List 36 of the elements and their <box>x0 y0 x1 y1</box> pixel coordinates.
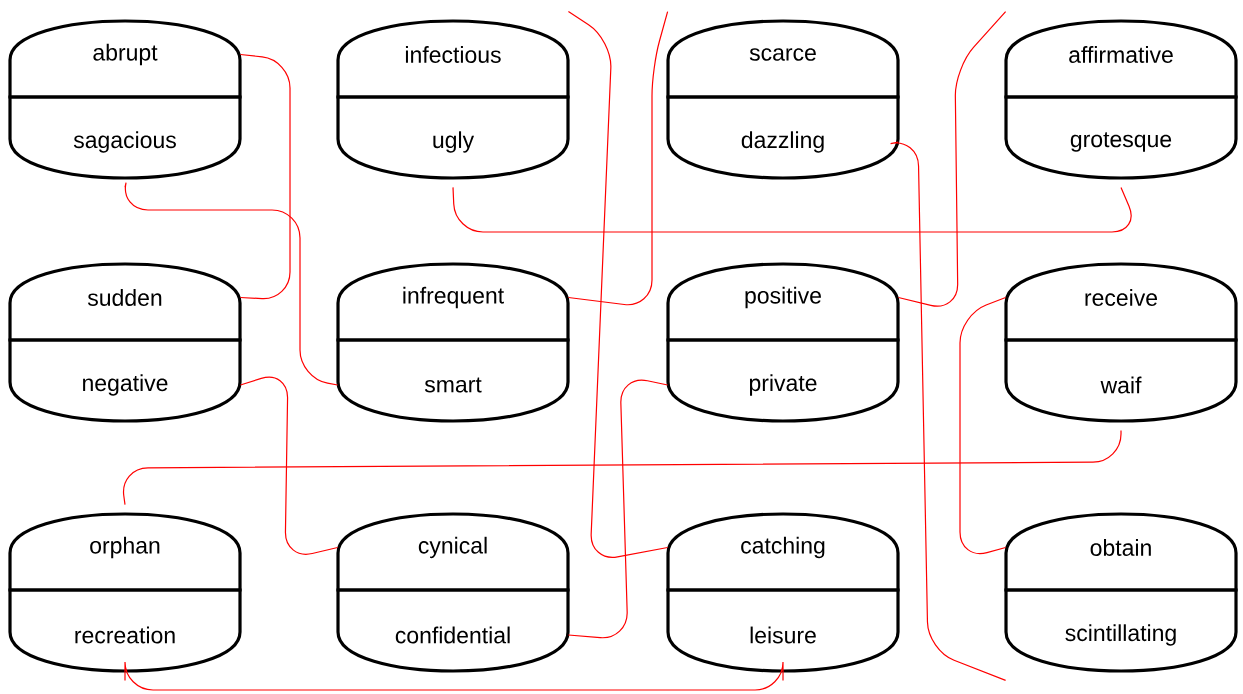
word-box: dazzling <box>666 95 900 180</box>
word-box: waif <box>1004 338 1238 423</box>
connector-line <box>889 141 1007 681</box>
connector-line <box>567 11 669 306</box>
word-box: catching <box>666 512 900 592</box>
word-box: affirmative <box>1004 19 1238 99</box>
word-box: leisure <box>666 588 900 673</box>
connector-line <box>122 429 1122 506</box>
word-box: infectious <box>336 19 570 99</box>
word-box: infrequent <box>336 262 570 342</box>
word-box: abrupt <box>8 19 242 99</box>
word-box: confidential <box>336 588 570 673</box>
word-box: sudden <box>8 262 242 342</box>
word-box: negative <box>8 338 242 423</box>
word-box: grotesque <box>1004 95 1238 180</box>
word-box: scintillating <box>1004 588 1238 673</box>
connector-line <box>567 379 669 639</box>
word-box: sagacious <box>8 95 242 180</box>
word-box: obtain <box>1004 512 1238 592</box>
connector-line <box>124 661 784 691</box>
word-box: scarce <box>666 19 900 99</box>
connector-line <box>239 53 291 300</box>
word-box: cynical <box>336 512 570 592</box>
word-box: smart <box>336 338 570 423</box>
connector-line <box>959 296 1007 555</box>
connector-line <box>567 11 669 558</box>
word-box: recreation <box>8 588 242 673</box>
connector-line <box>897 11 1007 307</box>
word-box: private <box>666 338 900 423</box>
word-box: positive <box>666 262 900 342</box>
word-box: receive <box>1004 262 1238 342</box>
connector-line <box>452 186 1132 233</box>
connector-line <box>239 376 339 555</box>
word-box: ugly <box>336 95 570 180</box>
word-box: orphan <box>8 512 242 592</box>
connector-line <box>124 182 339 386</box>
